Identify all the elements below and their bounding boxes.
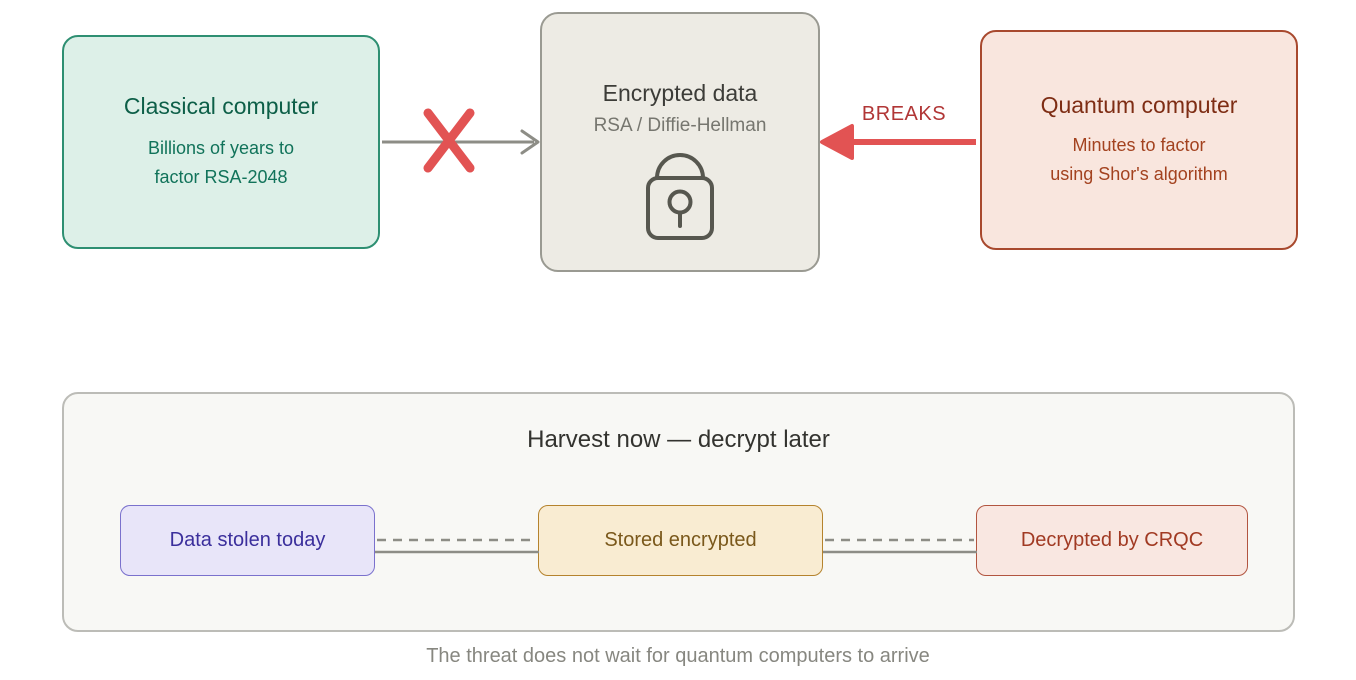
harvest-panel-title: Harvest now — decrypt later: [527, 426, 830, 453]
red-arrowhead-icon: [820, 124, 854, 160]
step-stored-encrypted: Stored encrypted: [538, 505, 823, 576]
step-label: Stored encrypted: [604, 529, 757, 551]
diagram-caption: The threat does not wait for quantum com…: [426, 645, 930, 667]
encrypted-data-node: Encrypted data RSA / Diffie-Hellman: [540, 12, 820, 272]
classical-computer-title: Classical computer: [123, 92, 319, 119]
classical-computer-node: Classical computer Billions of years to …: [62, 35, 380, 249]
x-mark-icon: [423, 108, 475, 173]
lock-icon: [634, 139, 726, 248]
quantum-computer-subtitle: Minutes to factor using Shor's algorithm: [1050, 131, 1228, 189]
encrypted-data-subtitle: RSA / Diffie-Hellman: [593, 115, 767, 136]
classical-computer-subtitle: Billions of years to factor RSA-2048: [148, 134, 294, 192]
step-data-stolen-today: Data stolen today: [120, 505, 375, 576]
step-label: Decrypted by CRQC: [1020, 529, 1204, 551]
gray-arrowhead-icon: [520, 129, 540, 155]
classical-subtitle-line1: Billions of years to: [147, 137, 295, 158]
breaks-arrow-label: BREAKS: [861, 103, 947, 125]
quantum-computer-title: Quantum computer: [1040, 91, 1238, 118]
classical-subtitle-line2: factor RSA-2048: [154, 166, 288, 187]
encrypted-data-title: Encrypted data: [602, 80, 758, 106]
step-decrypted-by-crqc: Decrypted by CRQC: [976, 505, 1248, 576]
quantum-subtitle-line1: Minutes to factor: [1072, 134, 1206, 155]
quantum-subtitle-line2: using Shor's algorithm: [1050, 163, 1228, 184]
quantum-computer-node: Quantum computer Minutes to factor using…: [980, 30, 1298, 250]
lock-icon-svg: [646, 153, 714, 240]
x-mark-icon: [423, 108, 475, 173]
step-label: Data stolen today: [169, 529, 326, 551]
